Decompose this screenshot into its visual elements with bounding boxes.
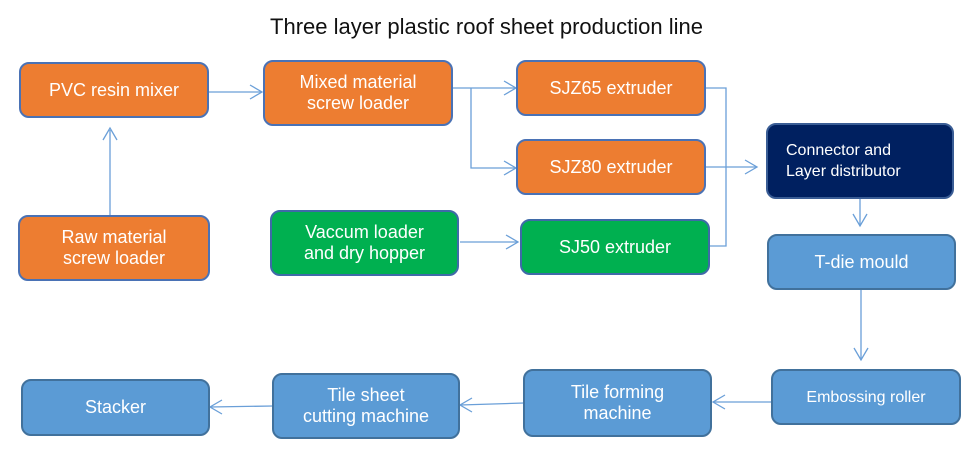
node-label: T-die mould bbox=[814, 251, 909, 272]
arrowhead bbox=[744, 159, 759, 175]
node-label-line: Tile forming bbox=[570, 382, 665, 402]
node-label-line: cutting machine bbox=[302, 406, 430, 426]
diagram-title: Three layer plastic roof sheet productio… bbox=[270, 14, 703, 39]
node-label: SJZ80 extruder bbox=[549, 156, 673, 177]
node-label-line: Mixed material bbox=[299, 72, 417, 92]
arrowhead bbox=[852, 213, 868, 228]
arrowhead bbox=[505, 234, 520, 250]
arrowhead bbox=[853, 347, 869, 362]
arrowhead bbox=[208, 399, 223, 415]
node-sjz65-extruder: SJZ65 extruder bbox=[516, 60, 706, 116]
node-stacker: Stacker bbox=[21, 379, 210, 436]
node-label-line: Vaccum loader bbox=[305, 222, 424, 242]
node-label: PVC resin mixer bbox=[48, 79, 180, 100]
arrowhead bbox=[458, 397, 473, 413]
node-label-line: and dry hopper bbox=[303, 243, 426, 263]
node-sj50-extruder: SJ50 extruder bbox=[520, 219, 710, 275]
node-label-line: Connector and bbox=[786, 142, 891, 159]
node-sjz80-extruder: SJZ80 extruder bbox=[516, 139, 706, 195]
node-t-die-mould: T-die mould bbox=[767, 234, 956, 290]
edge-cutting-to-stacker bbox=[209, 405, 274, 408]
arrowhead bbox=[711, 394, 726, 410]
node-label-line: screw loader bbox=[306, 93, 410, 113]
node-label-line: screw loader bbox=[62, 248, 166, 268]
node-label: SJ50 extruder bbox=[558, 236, 672, 257]
node-label-line: Layer distributor bbox=[786, 163, 901, 180]
arrowhead bbox=[249, 84, 264, 100]
edge-mixed-to-sjz80 bbox=[470, 88, 516, 169]
node-pvc-resin-mixer: PVC resin mixer bbox=[19, 62, 209, 118]
node-label-line: Tile sheet bbox=[327, 385, 405, 405]
edge-forming-to-cutting bbox=[459, 402, 525, 406]
node-label-line: Raw material bbox=[61, 227, 167, 247]
node-label-line: machine bbox=[583, 403, 652, 423]
node-label: Stacker bbox=[84, 397, 147, 417]
arrowhead bbox=[102, 126, 118, 141]
node-embossing-roller: Embossing roller bbox=[771, 369, 961, 425]
node-label: SJZ65 extruder bbox=[549, 77, 673, 98]
node-label: Embossing roller bbox=[806, 388, 926, 406]
